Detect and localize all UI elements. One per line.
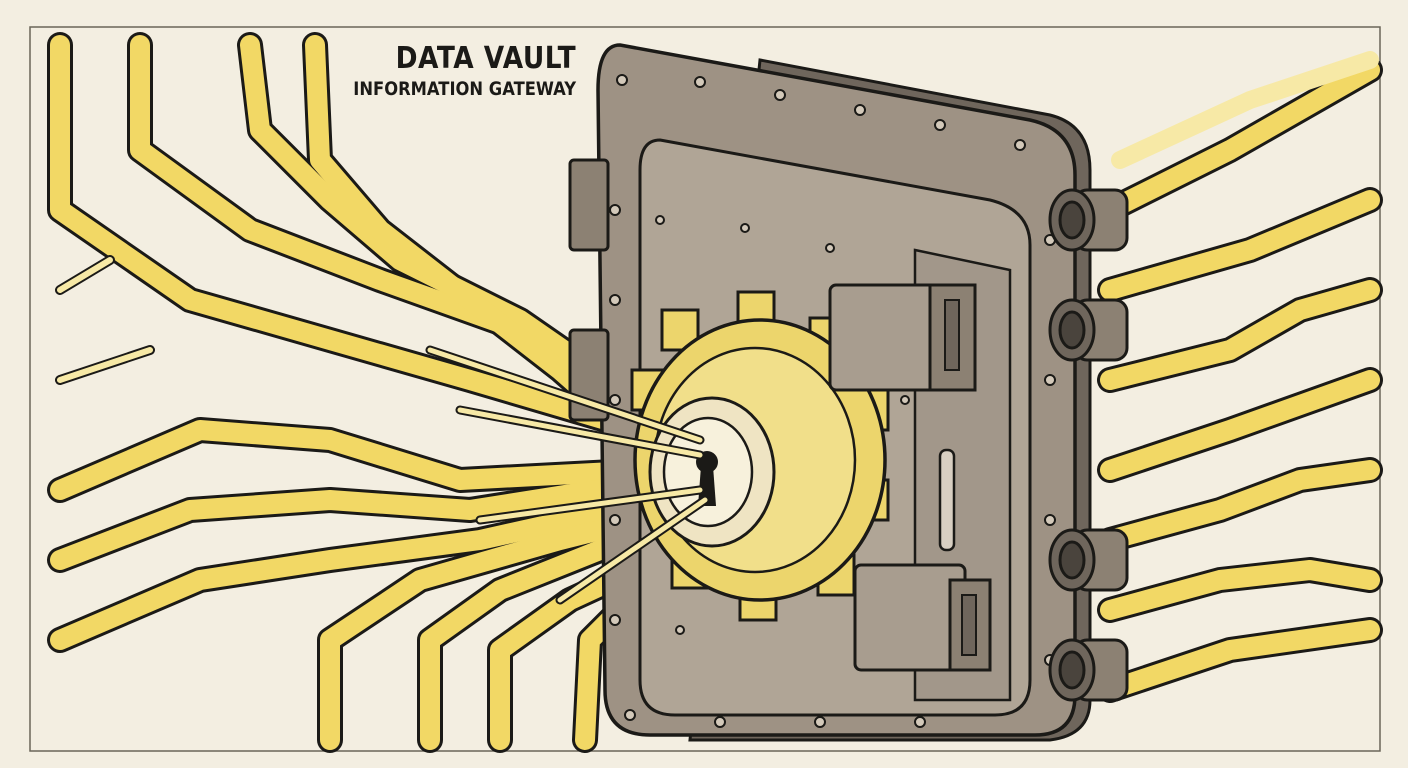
door-hinges (1048, 188, 1129, 702)
latch-top (828, 283, 977, 392)
right-data-streams (1097, 51, 1383, 703)
vault-door (425, 43, 1129, 742)
page-title: DATA VAULT (395, 41, 576, 76)
page-subtitle: INFORMATION GATEWAY (353, 78, 576, 100)
title-block: DATA VAULT INFORMATION GATEWAY (317, 44, 576, 99)
left-clamp-top (568, 158, 610, 252)
keyhole-streams (425, 345, 710, 605)
frame-border (29, 26, 1381, 752)
latch-bottom (853, 563, 992, 672)
